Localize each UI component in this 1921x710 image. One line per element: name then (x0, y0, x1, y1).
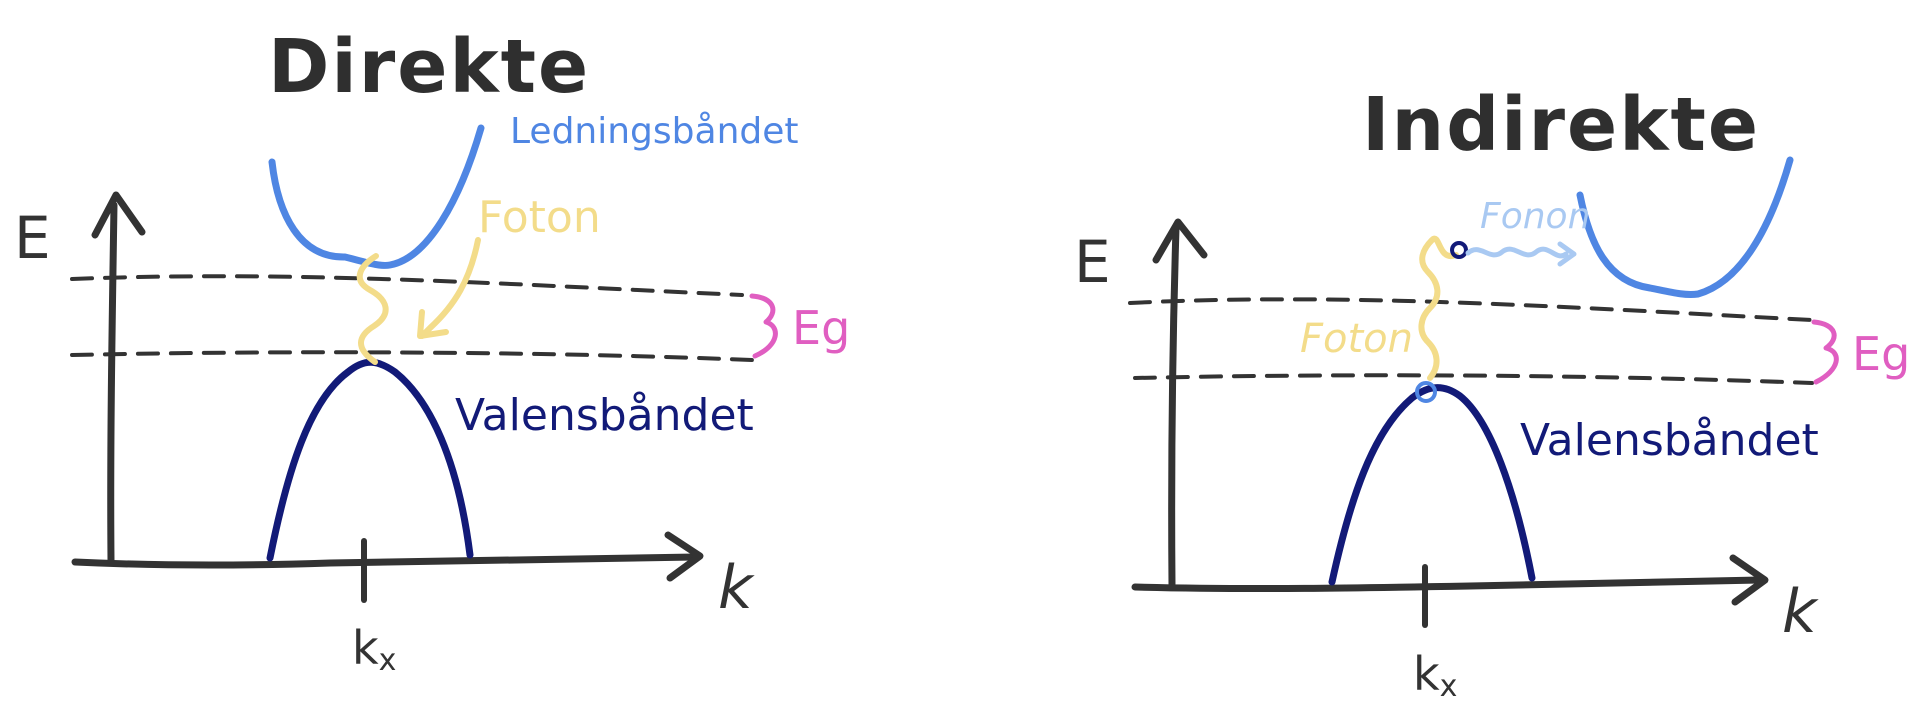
direct-photon-arrowhead (417, 309, 449, 339)
indirect-k-axis (1131, 576, 1764, 593)
indirect-photon-label: Foton (1300, 316, 1413, 362)
indirect-vb-edge-line (1133, 373, 1814, 385)
indirect-valence-band-label: Valensbåndet (1520, 415, 1819, 466)
direct-k-arrowhead (664, 531, 704, 582)
direct-k-axis (71, 553, 699, 569)
indirect-phonon-wave (1465, 246, 1569, 259)
direct-gap-label: Eg (792, 301, 850, 355)
indirect-k-arrowhead (1729, 554, 1769, 606)
indirect-valence-band-curve (1328, 384, 1536, 586)
indirect-energy-label: E (1074, 228, 1111, 296)
direct-photon-label: Foton (478, 192, 601, 243)
indirect-kx-label: kx (1413, 647, 1457, 704)
indirect-excited-state-marker (1450, 241, 1468, 259)
direct-title: Direkte (268, 24, 590, 110)
indirect-cb-edge-line (1128, 297, 1814, 322)
direct-k-label: k (718, 553, 755, 623)
direct-energy-label: E (14, 204, 51, 272)
indirect-energy-arrowhead (1152, 218, 1208, 264)
direct-valence-band-curve (266, 358, 474, 562)
direct-conduction-band-label: Ledningsbåndet (510, 111, 799, 152)
indirect-k-label: k (1782, 577, 1819, 647)
direct-photon-wave (356, 253, 389, 365)
indirect-phonon-arrowhead (1557, 241, 1577, 267)
indirect-title: Indirekte (1362, 82, 1760, 168)
direct-valence-band-label: Valensbåndet (455, 390, 754, 441)
direct-energy-arrowhead (91, 191, 146, 239)
indirect-conduction-band-curve (1576, 156, 1794, 298)
indirect-gap-label: Eg (1852, 327, 1910, 381)
indirect-gap-brace (1811, 319, 1839, 385)
direct-vb-edge-line (70, 350, 754, 362)
indirect-valence-max-marker (1415, 381, 1437, 403)
direct-kx-label: kx (352, 621, 396, 678)
indirect-energy-axis (1168, 224, 1180, 589)
indirect-panel: Indirekte E k kx Valensbåndet Foton Fono… (1074, 82, 1910, 704)
direct-energy-axis (107, 201, 118, 564)
direct-panel: Direkte E k kx Ledningsbåndet Valensbånd… (14, 24, 850, 678)
direct-conduction-band-curve (268, 124, 485, 269)
indirect-photon-wave (1418, 235, 1459, 381)
direct-photon-arrow (419, 237, 481, 339)
direct-gap-brace (749, 293, 778, 359)
indirect-phonon-label: Fonon (1480, 196, 1590, 237)
direct-cb-edge-line (70, 274, 744, 297)
